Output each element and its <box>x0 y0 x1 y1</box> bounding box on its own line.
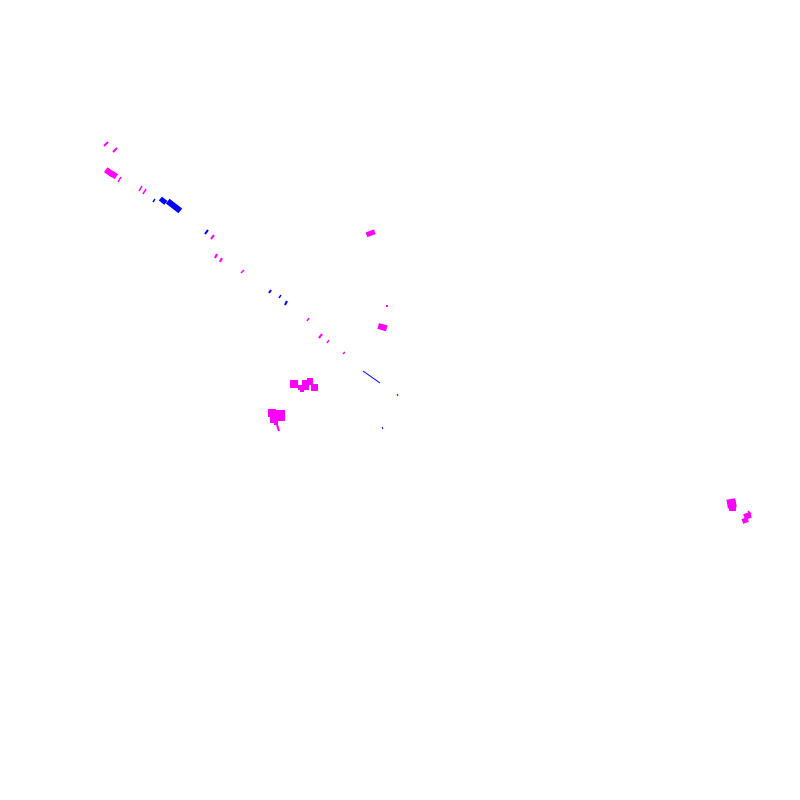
map-feature[interactable] <box>729 505 736 511</box>
map-feature[interactable] <box>300 388 304 392</box>
map-feature[interactable] <box>204 229 209 235</box>
map-feature[interactable] <box>306 317 310 322</box>
map-feature[interactable] <box>284 300 288 306</box>
map-feature[interactable] <box>240 269 245 274</box>
map-feature[interactable] <box>165 198 183 214</box>
map-feature[interactable] <box>365 229 376 238</box>
map-feature[interactable] <box>274 410 285 421</box>
map-feature[interactable] <box>362 370 381 384</box>
map-feature[interactable] <box>386 305 388 307</box>
map-feature[interactable] <box>103 141 109 147</box>
map-feature[interactable] <box>142 188 147 195</box>
map-feature[interactable] <box>318 333 323 339</box>
map-feature[interactable] <box>210 234 215 240</box>
map-feature[interactable] <box>741 517 749 524</box>
map-feature[interactable] <box>302 380 309 390</box>
map-feature[interactable] <box>311 384 318 391</box>
map-feature[interactable] <box>268 409 276 417</box>
map-feature[interactable] <box>214 253 218 259</box>
map-feature[interactable] <box>219 257 223 263</box>
map-feature[interactable] <box>112 147 118 153</box>
map-feature[interactable] <box>278 294 282 299</box>
map-feature[interactable] <box>117 176 122 183</box>
map-feature[interactable] <box>342 351 346 355</box>
map-feature[interactable] <box>270 416 277 423</box>
map-feature[interactable] <box>298 385 304 390</box>
map-feature[interactable] <box>274 421 278 425</box>
map-feature[interactable] <box>381 426 384 430</box>
map-feature[interactable] <box>158 196 168 205</box>
map-feature[interactable] <box>152 198 156 203</box>
map-feature[interactable] <box>326 339 330 344</box>
map-feature[interactable] <box>396 393 399 397</box>
map-feature[interactable] <box>268 289 272 294</box>
map-feature[interactable] <box>138 185 143 192</box>
map-feature[interactable] <box>290 380 298 388</box>
diagonal-feature-track <box>103 141 399 430</box>
map-feature[interactable] <box>109 170 119 180</box>
map-feature[interactable] <box>276 424 280 432</box>
map-feature[interactable] <box>307 378 313 385</box>
map-feature[interactable] <box>747 510 752 515</box>
feature-clusters <box>268 229 752 524</box>
map-feature[interactable] <box>377 323 388 332</box>
